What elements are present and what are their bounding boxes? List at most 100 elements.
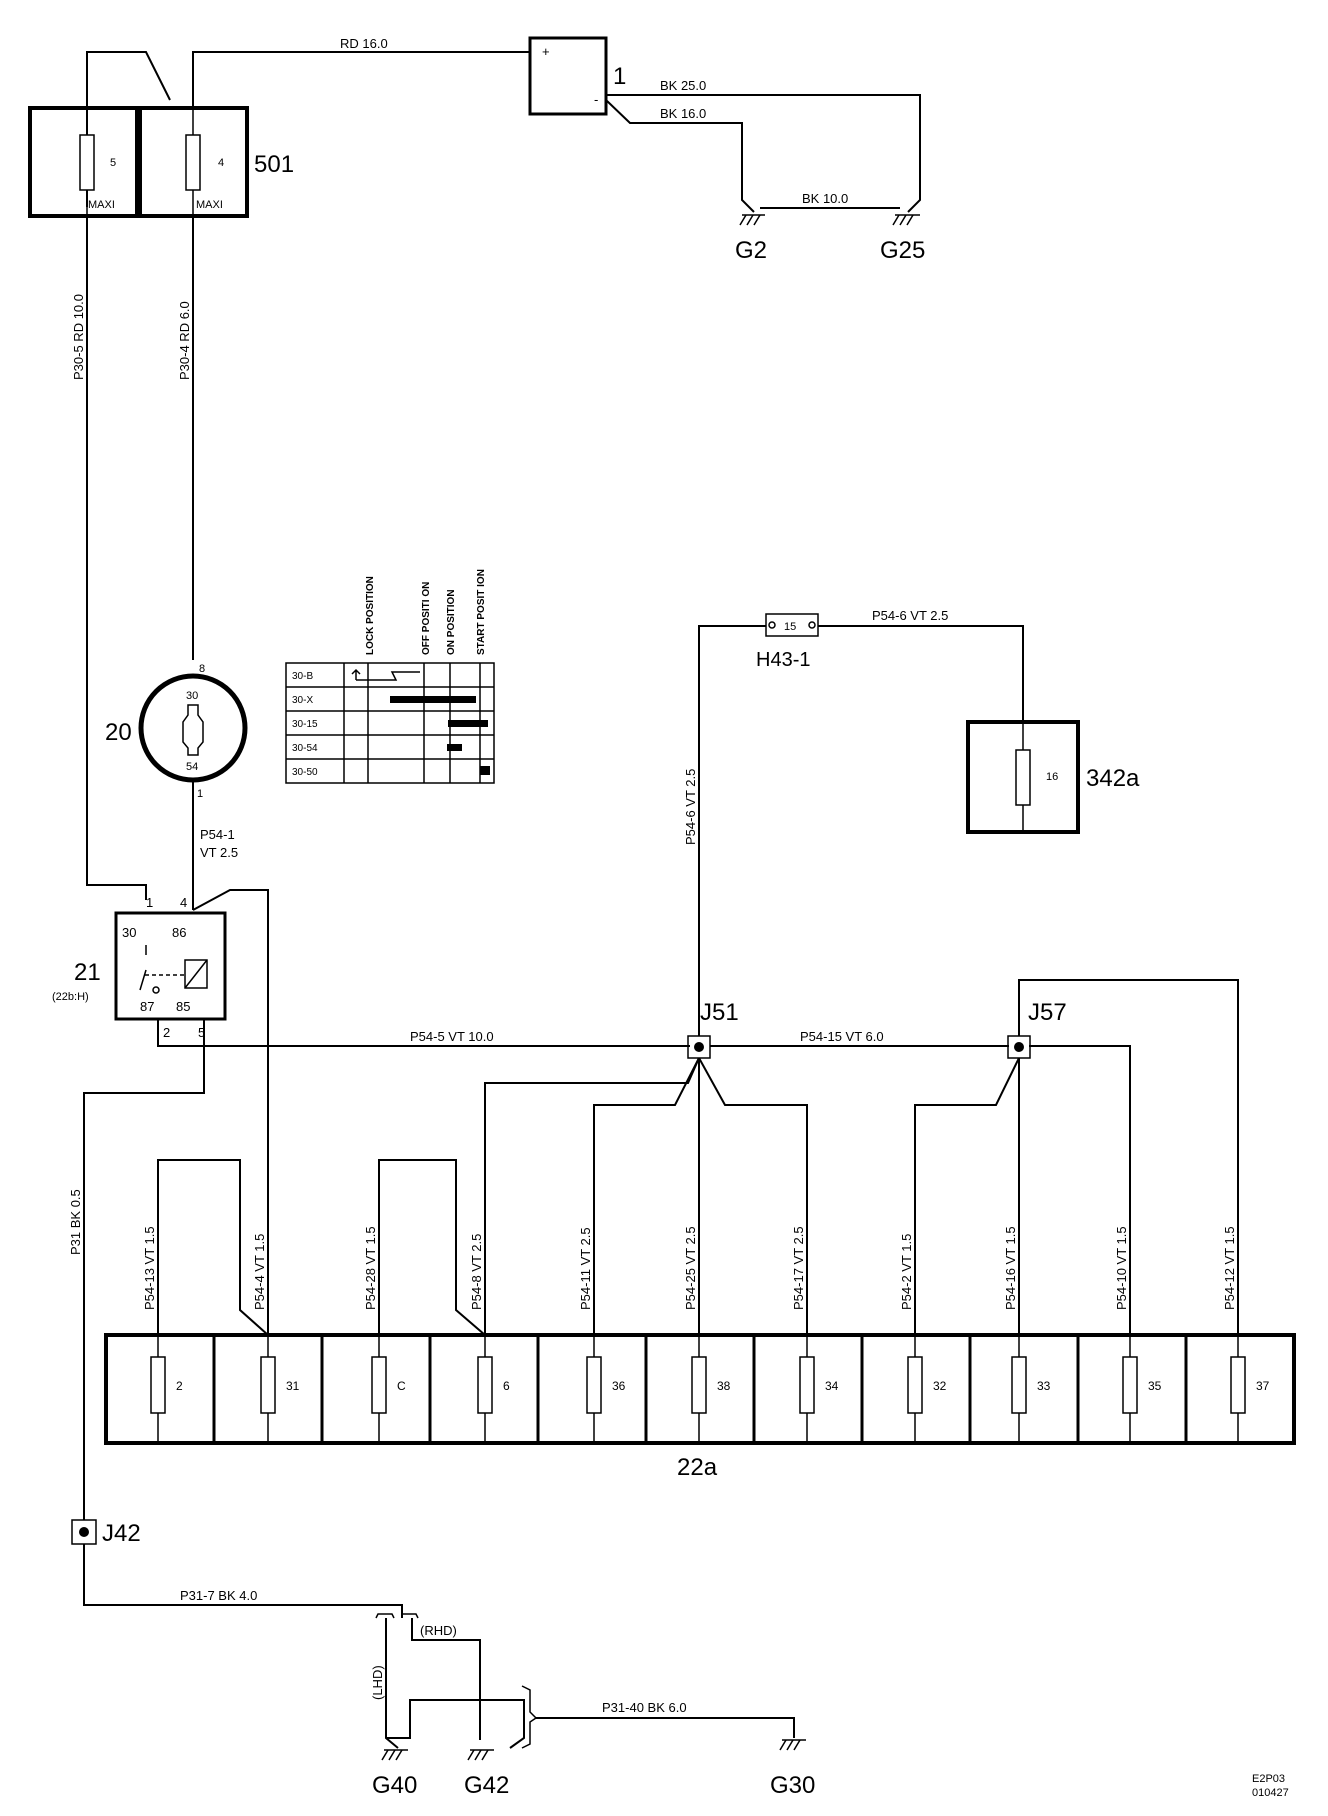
vertical-wire-labels: P54-13 VT 1.5 P54-4 VT 1.5 P54-28 VT 1.5… — [142, 1226, 1237, 1310]
ground-g30-label: G30 — [770, 1772, 815, 1799]
fuse-element — [260, 1356, 276, 1414]
splice-j51-label: J51 — [700, 999, 739, 1026]
ground-g2-label: G2 — [735, 237, 767, 264]
wire-label-p54-16: P54-16 VT 1.5 — [1003, 1226, 1018, 1310]
relay-pin-5: 5 — [198, 1025, 205, 1040]
wire-label-p54-17: P54-17 VT 2.5 — [791, 1226, 806, 1310]
wire-rhd-label: (RHD) — [420, 1623, 457, 1638]
fuse-branch-wires — [157, 979, 1239, 1336]
maxi-fuse-block-id: 501 — [254, 151, 294, 178]
wire-p31-7-label: P31-7 BK 4.0 — [180, 1588, 257, 1603]
wire-label-p54-11: P54-11 VT 2.5 — [578, 1227, 593, 1310]
h43-pin: 15 — [784, 621, 796, 633]
fuse-number: 6 — [503, 1379, 510, 1393]
wire-label-p54-12: P54-12 VT 1.5 — [1222, 1226, 1237, 1310]
ground-chain: P31 BK 0.5 J42 P31-7 BK 4.0 (RHD) (LHD) … — [68, 1020, 795, 1749]
wire-label-p54-13: P54-13 VT 1.5 — [142, 1226, 157, 1310]
fuse-number: 2 — [176, 1379, 183, 1393]
table-header-off: OFF POSITI ON — [421, 582, 432, 655]
ignition-pin-top: 8 — [199, 663, 205, 675]
main-bus: P54-5 VT 10.0 P54-15 VT 6.0 — [157, 1020, 1120, 1047]
wire-bk16-label: BK 16.0 — [660, 106, 706, 121]
maxi-fuse-block: 5 MAXI 4 MAXI 501 — [28, 106, 294, 218]
wire-p31-40-label: P31-40 BK 6.0 — [602, 1700, 687, 1715]
fuse-element — [477, 1356, 493, 1414]
wire-p31-label: P31 BK 0.5 — [68, 1189, 83, 1255]
p30-wires: P30-5 RD 10.0 P30-4 RD 6.0 — [71, 216, 194, 900]
wire-p54-6-horizontal-label: P54-6 VT 2.5 — [872, 608, 948, 623]
relay-pin-4: 4 — [180, 895, 187, 910]
h43-feed: P54-6 VT 2.5 15 H43-1 P54-6 VT 2.5 — [683, 608, 1024, 1036]
maxi-fuse-4-number: 4 — [218, 157, 224, 169]
wire-p54-5-label: P54-5 VT 10.0 — [410, 1029, 494, 1044]
battery-plus-label: + — [542, 44, 550, 59]
wire-p54-6-vertical-label: P54-6 VT 2.5 — [683, 769, 698, 845]
fuse-number: 32 — [933, 1379, 947, 1393]
wire-label-p54-28: P54-28 VT 1.5 — [363, 1226, 378, 1310]
fuse-element — [371, 1356, 387, 1414]
ground-g2: G2 — [735, 214, 767, 264]
fuse-element — [799, 1356, 815, 1414]
ground-g42-label: G42 — [464, 1772, 509, 1799]
wire-lhd-label: (LHD) — [370, 1665, 385, 1700]
fuse-element — [1122, 1356, 1138, 1414]
ignition-term-30: 30 — [186, 690, 198, 702]
maxi-fuse-5-number: 5 — [110, 157, 116, 169]
battery-minus-label: - — [594, 92, 598, 107]
table-row-30-b: 30-B — [292, 671, 313, 682]
fuse-342a-id: 342a — [1086, 765, 1140, 792]
wire-p30-4-label: P30-4 RD 6.0 — [177, 301, 192, 380]
footer-code-date: 010427 — [1252, 1787, 1289, 1799]
maxi-fuse-4-type: MAXI — [196, 199, 223, 211]
relay: 1 4 30 86 87 85 21 (22b:H) 2 5 — [52, 895, 227, 1040]
ignition-switch-id: 20 — [105, 719, 132, 746]
table-row-30-54: 30-54 — [292, 743, 318, 754]
ground-g25-label: G25 — [880, 237, 925, 264]
wire-label-p54-4: P54-4 VT 1.5 — [252, 1234, 267, 1310]
fuse-element — [907, 1356, 923, 1414]
footer-code: E2P03 010427 — [1252, 1773, 1289, 1799]
table-header-lock: LOCK POSITION — [365, 576, 376, 655]
battery-ground-wires: BK 25.0 BK 16.0 BK 10.0 — [605, 78, 921, 213]
table-header-on: ON POSITION — [446, 589, 457, 655]
relay-term-30: 30 — [122, 925, 136, 940]
ignition-pin-bottom: 1 — [197, 788, 203, 800]
wire-rd16-label: RD 16.0 — [340, 36, 388, 51]
fuse-box-id: 22a — [677, 1454, 718, 1481]
splice-j57: J57 — [1007, 999, 1067, 1059]
fuse-element — [150, 1356, 166, 1414]
fuse-number: 38 — [717, 1379, 731, 1393]
footer-code-id: E2P03 — [1252, 1773, 1285, 1785]
splice-j51: J51 — [687, 999, 739, 1059]
table-row-30-15: 30-15 — [292, 719, 318, 730]
fuse-number: 35 — [1148, 1379, 1162, 1393]
fuse-342a-number: 16 — [1046, 771, 1058, 783]
relay-pin-2: 2 — [163, 1025, 170, 1040]
table-row-30-x: 30-X — [292, 695, 313, 706]
connector-h43-label: H43-1 — [756, 649, 810, 671]
relay-ref: (22b:H) — [52, 991, 89, 1003]
splice-j42-label: J42 — [102, 1520, 141, 1547]
fuse-342a: 16 342a — [966, 720, 1140, 834]
fuse-number: 37 — [1256, 1379, 1270, 1393]
fuse-element — [1011, 1356, 1027, 1414]
ignition-term-54: 54 — [186, 761, 198, 773]
fuse-element — [586, 1356, 602, 1414]
fuse-number: 31 — [286, 1379, 300, 1393]
table-row-30-50: 30-50 — [292, 767, 318, 778]
fuse-element — [1230, 1356, 1246, 1414]
splice-j57-label: J57 — [1028, 999, 1067, 1026]
relay-id: 21 — [74, 959, 101, 986]
ignition-switch: 8 30 54 20 1 P54-1 VT 2.5 — [105, 663, 248, 910]
table-header-start: START POSIT ION — [476, 569, 487, 655]
ground-g30: G30 — [770, 1739, 815, 1799]
wire-p54-1-label: P54-1 — [200, 827, 235, 842]
wire-label-p54-8: P54-8 VT 2.5 — [469, 1234, 484, 1310]
maxi-fuse-5-type: MAXI — [88, 199, 115, 211]
wire-p30-5-label: P30-5 RD 10.0 — [71, 294, 86, 380]
supply-wires: RD 16.0 — [86, 36, 530, 207]
battery: + - 1 — [528, 36, 626, 116]
